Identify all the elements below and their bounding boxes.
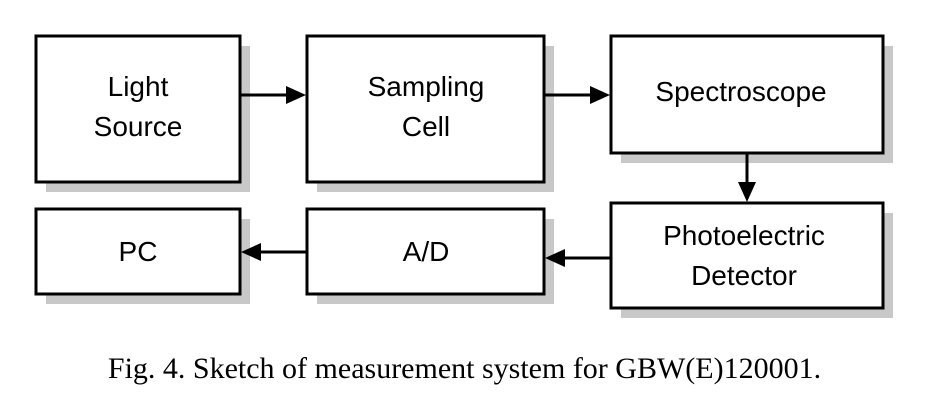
node-ad-box bbox=[305, 207, 546, 296]
node-sampling-cell-box bbox=[305, 34, 546, 184]
node-spectroscope-box bbox=[609, 34, 885, 155]
arrow-spectroscope-to-photoelectric-detector bbox=[738, 153, 756, 202]
arrow-photoelectric-detector-to-ad-head bbox=[545, 249, 565, 267]
node-light-source-box bbox=[34, 34, 242, 184]
node-sampling-cell-label-line1: Sampling bbox=[368, 71, 485, 102]
node-spectroscope: Spectroscope bbox=[609, 34, 893, 163]
arrow-ad-to-pc bbox=[241, 243, 307, 261]
arrow-sampling-cell-to-spectroscope-head bbox=[590, 86, 610, 104]
node-pc-label: PC bbox=[119, 236, 158, 267]
node-spectroscope-label: Spectroscope bbox=[655, 76, 826, 107]
node-sampling-cell: Sampling Cell bbox=[305, 34, 554, 192]
figure-caption: Fig. 4. Sketch of measurement system for… bbox=[107, 352, 822, 385]
node-ad-label: A/D bbox=[403, 236, 450, 267]
node-pc: PC bbox=[34, 207, 250, 304]
arrow-sampling-cell-to-spectroscope bbox=[544, 86, 610, 104]
node-light-source-label-line2: Source bbox=[94, 111, 183, 142]
node-light-source-label-line1: Light bbox=[108, 71, 169, 102]
arrow-ad-to-pc-head bbox=[241, 243, 261, 261]
arrow-spectroscope-to-photoelectric-detector-head bbox=[738, 182, 756, 202]
node-light-source: Light Source bbox=[34, 34, 250, 192]
node-photoelectric-detector: Photoelectric Detector bbox=[609, 201, 893, 318]
node-photoelectric-detector-label-line2: Detector bbox=[691, 260, 797, 291]
arrow-light-source-to-sampling-cell-head bbox=[286, 86, 306, 104]
node-pc-box bbox=[34, 207, 242, 296]
arrow-photoelectric-detector-to-ad bbox=[545, 249, 611, 267]
node-photoelectric-detector-box bbox=[609, 201, 885, 310]
measurement-system-diagram: Light Source Sampling Cell Spectroscope … bbox=[34, 34, 893, 318]
node-sampling-cell-label-line2: Cell bbox=[402, 111, 450, 142]
arrow-light-source-to-sampling-cell bbox=[240, 86, 306, 104]
node-ad: A/D bbox=[305, 207, 554, 304]
node-photoelectric-detector-label-line1: Photoelectric bbox=[663, 220, 825, 251]
